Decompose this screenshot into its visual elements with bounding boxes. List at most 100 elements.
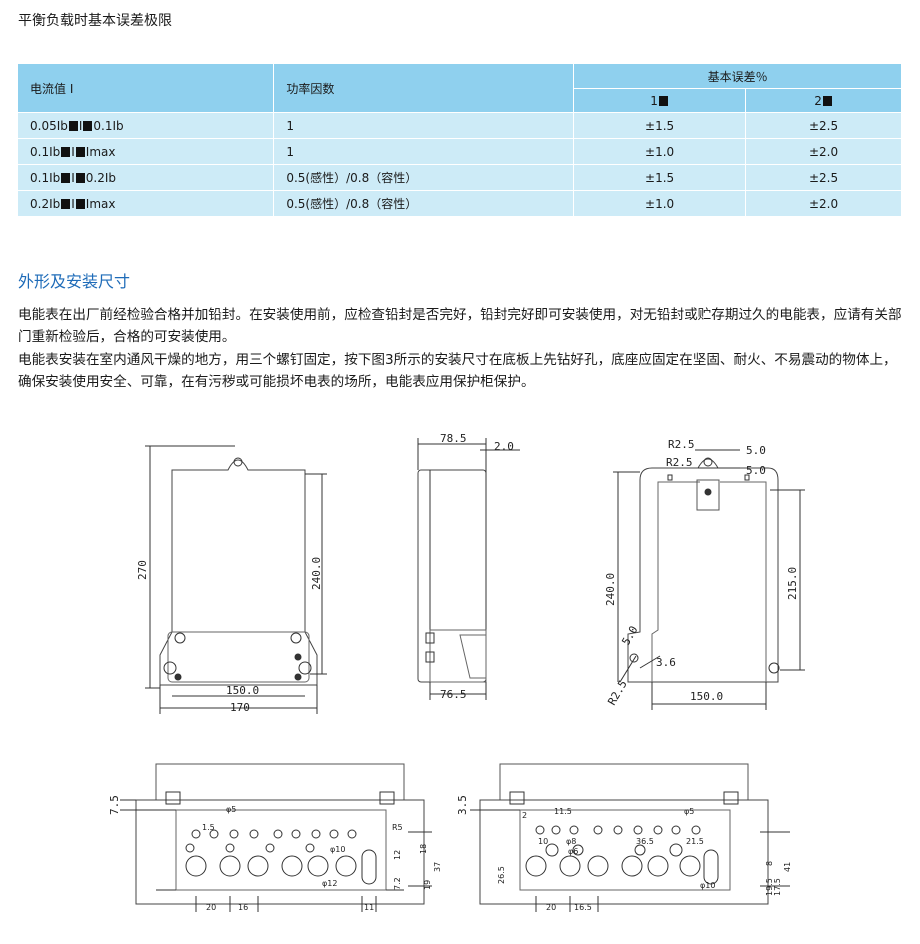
tr-dim-8: 8: [765, 861, 774, 866]
back-height-right: 215.0: [786, 567, 799, 600]
tl-dim-11: 11: [364, 903, 374, 912]
back-radius-bottom: R2.5: [605, 678, 630, 707]
tl-dim-20: 20: [206, 903, 216, 912]
current-cell: 0.2Ib I Imax: [18, 190, 275, 217]
current-cell: 0.1Ib I Imax: [18, 138, 275, 165]
current-high: Imax: [85, 144, 116, 159]
current-symbol: I: [78, 118, 83, 133]
tr-dim-19-5: 19.5: [765, 878, 774, 896]
back-dim-top1: 5.0: [746, 444, 766, 457]
missing-glyph: [75, 146, 85, 157]
table-row: 0.1Ib I 0.2Ib 0.5(感性）/0.8（容性） ±1.5 ±2.5: [18, 164, 902, 191]
tr-dim-21-5: 21.5: [686, 837, 704, 846]
tl-dim-16: 16: [238, 903, 248, 912]
terminal-view-left: 7.5 φ5 1.5 φ10 R5 12 18 37 7.2 19 φ12 20…: [108, 763, 442, 912]
pf-cell: 0.5(感性）/0.8（容性）: [273, 190, 575, 217]
missing-glyph: [61, 198, 71, 209]
error-class2-cell: ±2.5: [745, 112, 902, 139]
side-offset: 2.0: [494, 440, 514, 453]
table-title: 平衡负载时基本误差极限: [18, 13, 172, 29]
tr-phi6: φ6: [568, 847, 578, 856]
tl-dim-37: 37: [433, 862, 442, 872]
pf-cell: 1: [273, 138, 575, 165]
header-class-1: 1: [573, 88, 747, 113]
current-symbol: I: [71, 196, 75, 211]
tr-dim-11-5: 11.5: [554, 807, 572, 816]
tr-dim-16-5: 16.5: [574, 903, 592, 912]
front-width-inner: 150.0: [226, 684, 259, 697]
current-low: 0.05Ib: [30, 118, 68, 133]
back-height-left: 240.0: [604, 573, 617, 606]
tl-dim-18: 18: [419, 844, 428, 854]
current-symbol: I: [71, 144, 75, 159]
tl-dim-7-2: 7.2: [393, 877, 402, 890]
current-low: 0.1Ib: [30, 170, 61, 185]
tr-dim-36-5: 36.5: [636, 837, 654, 846]
tl-phi5: φ5: [226, 805, 236, 814]
tl-dim-1-5: 1.5: [202, 823, 215, 832]
missing-glyph: [822, 95, 832, 106]
tr-dim-20: 20: [546, 903, 556, 912]
missing-glyph: [75, 198, 85, 209]
error-class2-cell: ±2.0: [745, 190, 902, 217]
error-class1-cell: ±1.0: [573, 190, 747, 217]
current-high: Imax: [85, 196, 116, 211]
current-high: 0.1Ib: [93, 118, 124, 133]
error-class1-cell: ±1.0: [573, 138, 747, 165]
pf-cell: 1: [273, 112, 575, 139]
error-class1-cell: ±1.5: [573, 112, 747, 139]
tr-dim-17-5: 17.5: [773, 878, 782, 896]
section-title: 外形及安装尺寸: [18, 272, 131, 291]
tr-dim-3-5: 3.5: [456, 795, 469, 815]
side-depth-base: 76.5: [440, 688, 467, 701]
missing-glyph: [83, 120, 93, 131]
error-class1-cell: ±1.5: [573, 164, 747, 191]
dimension-drawings: 150.0 170 270 240.0 78.5 2.0 76.5: [108, 432, 805, 912]
pf-cell: 0.5(感性）/0.8（容性）: [273, 164, 575, 191]
back-width: 150.0: [690, 690, 723, 703]
tr-dim-41: 41: [783, 862, 792, 872]
tl-phi10: φ10: [330, 845, 345, 854]
header-current: 电流值 I: [18, 64, 275, 113]
current-low: 0.1Ib: [30, 144, 61, 159]
current-cell: 0.05Ib I 0.1Ib: [18, 112, 275, 139]
tl-dim-7-5: 7.5: [108, 795, 121, 815]
back-radius-top2: R2.5: [666, 456, 693, 469]
back-dim-side: 5.0: [619, 624, 640, 648]
current-high: 0.2Ib: [85, 170, 117, 185]
tr-phi8: φ8: [566, 837, 576, 846]
back-radius-top1: R2.5: [668, 438, 695, 451]
missing-glyph: [75, 172, 85, 183]
tr-dim-10: 10: [538, 837, 548, 846]
table-row: 0.1Ib I Imax 1 ±1.0 ±2.0: [18, 138, 902, 165]
tr-dim-26-5: 26.5: [497, 866, 506, 884]
error-class2-cell: ±2.0: [745, 138, 902, 165]
tl-dim-12: 12: [393, 850, 402, 860]
tr-phi10: φ10: [700, 881, 715, 890]
front-width-total: 170: [230, 701, 250, 714]
paragraph-installation: 电能表安装在室内通风干燥的地方，用三个螺钉固定，按下图3所示的安装尺寸在底板上先…: [18, 352, 897, 390]
table-row: 0.2Ib I Imax 0.5(感性）/0.8（容性） ±1.0 ±2.0: [18, 190, 902, 217]
missing-glyph: [68, 120, 78, 131]
current-symbol: I: [71, 170, 75, 185]
current-low: 0.2Ib: [30, 196, 61, 211]
missing-glyph: [61, 172, 71, 183]
terminal-view-right: 3.5 11.5 2 φ5 10 φ8 φ6 36.5 21.5 φ10 8 4…: [456, 763, 792, 912]
error-class2-cell: ±2.5: [745, 164, 902, 191]
tr-dim-2: 2: [522, 811, 527, 820]
front-height-body: 240.0: [310, 557, 323, 590]
tl-r5: R5: [392, 823, 403, 832]
back-dim-side2: 3.6: [656, 656, 676, 669]
front-height-total: 270: [136, 560, 149, 580]
side-view: 78.5 2.0 76.5: [417, 432, 520, 701]
back-view: R2.5 5.0 R2.5 5.0 240.0 215.0 5.0 3.6 R2…: [604, 438, 805, 710]
table-row: 0.05Ib I 0.1Ib 1 ±1.5 ±2.5: [18, 112, 902, 139]
header-basic-error: 基本误差％: [573, 64, 902, 89]
tl-dim-19: 19: [423, 880, 432, 890]
side-depth: 78.5: [440, 432, 467, 445]
header-class-2: 2: [745, 88, 902, 113]
header-power-factor: 功率因数: [273, 64, 575, 113]
missing-glyph: [61, 146, 71, 157]
current-cell: 0.1Ib I 0.2Ib: [18, 164, 275, 191]
